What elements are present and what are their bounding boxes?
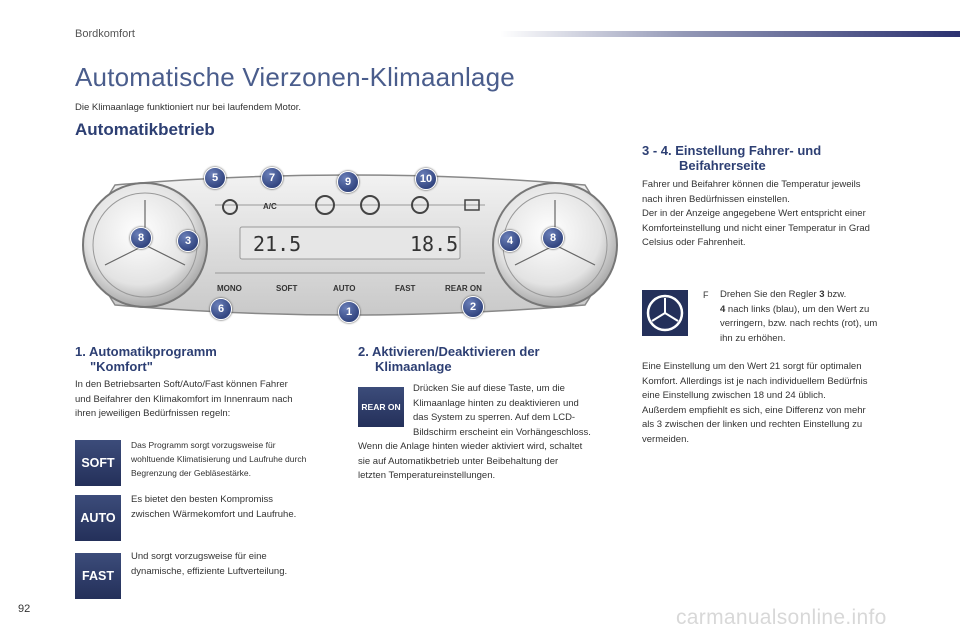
- marker-1: 1: [338, 301, 360, 323]
- section3-instruction: Drehen Sie den Regler 3 bzw. 4 nach link…: [720, 289, 878, 344]
- auto-description: Es bietet den besten Kompromiss zwischen…: [131, 494, 297, 520]
- mono-label: MONO: [217, 284, 242, 293]
- climate-panel-illustration: A/C MONO SOFT AUTO FAST REAR ON 21.5 18.…: [75, 165, 625, 325]
- marker-7: 7: [261, 167, 283, 189]
- marker-3: 3: [177, 230, 199, 252]
- climate-panel-drawing: [82, 174, 618, 316]
- section3-footer: Eine Einstellung um den Wert 21 sorgt fü…: [642, 361, 868, 445]
- display-left-temp: 21.5: [253, 232, 302, 256]
- section2-beside-text: Drücken Sie auf diese Taste, um die Klim…: [413, 383, 591, 438]
- section3-text: Fahrer und Beifahrer können die Temperat…: [642, 179, 870, 248]
- marker-6: 6: [210, 298, 232, 320]
- soft-description: Das Programm sorgt vorzugsweise für wohl…: [131, 440, 307, 478]
- section3-title: 3 - 4. Einstellung Fahrer- und Beifahrer…: [642, 143, 822, 173]
- soft-button-image: SOFT: [75, 440, 121, 486]
- auto-label: AUTO: [333, 284, 356, 293]
- section1-text: In den Betriebsarten Soft/Auto/Fast könn…: [75, 379, 293, 419]
- marker-9: 9: [337, 171, 359, 193]
- fast-description: Und sorgt vorzugsweise für eine dynamisc…: [131, 551, 288, 577]
- knob-icon: [646, 294, 684, 332]
- auto-button-image: AUTO: [75, 495, 121, 541]
- rear-on-label: REAR ON: [445, 284, 482, 293]
- marker-2: 2: [462, 296, 484, 318]
- rear-on-button-image: REAR ON: [358, 387, 404, 427]
- page-number: 92: [18, 603, 31, 615]
- marker-8-right: 8: [542, 227, 564, 249]
- section1-title: 1. Automatikprogramm "Komfort": [75, 344, 217, 374]
- marker-10: 10: [415, 168, 437, 190]
- marker-8-left: 8: [130, 227, 152, 249]
- header-bar: [500, 31, 960, 37]
- soft-label: SOFT: [276, 284, 298, 293]
- marker-4: 4: [499, 230, 521, 252]
- ac-label: A/C: [263, 202, 277, 211]
- watermark: carmanualsonline.info: [676, 606, 887, 629]
- fast-label: FAST: [395, 284, 416, 293]
- section-header: Bordkomfort: [75, 28, 135, 40]
- temperature-knob-image: [642, 290, 688, 336]
- section2-below-text: Wenn die Anlage hinten wieder aktiviert …: [358, 441, 583, 481]
- bullet-symbol: F: [703, 290, 709, 300]
- marker-5: 5: [204, 167, 226, 189]
- section-title: Automatikbetrieb: [75, 120, 215, 139]
- page-title: Automatische Vierzonen-Klimaanlage: [75, 62, 515, 92]
- intro-text: Die Klimaanlage funktioniert nur bei lau…: [75, 102, 302, 113]
- section2-title: 2. Aktivieren/Deaktivieren der Klimaanla…: [358, 344, 540, 374]
- fast-button-image: FAST: [75, 553, 121, 599]
- display-right-temp: 18.5: [410, 232, 459, 256]
